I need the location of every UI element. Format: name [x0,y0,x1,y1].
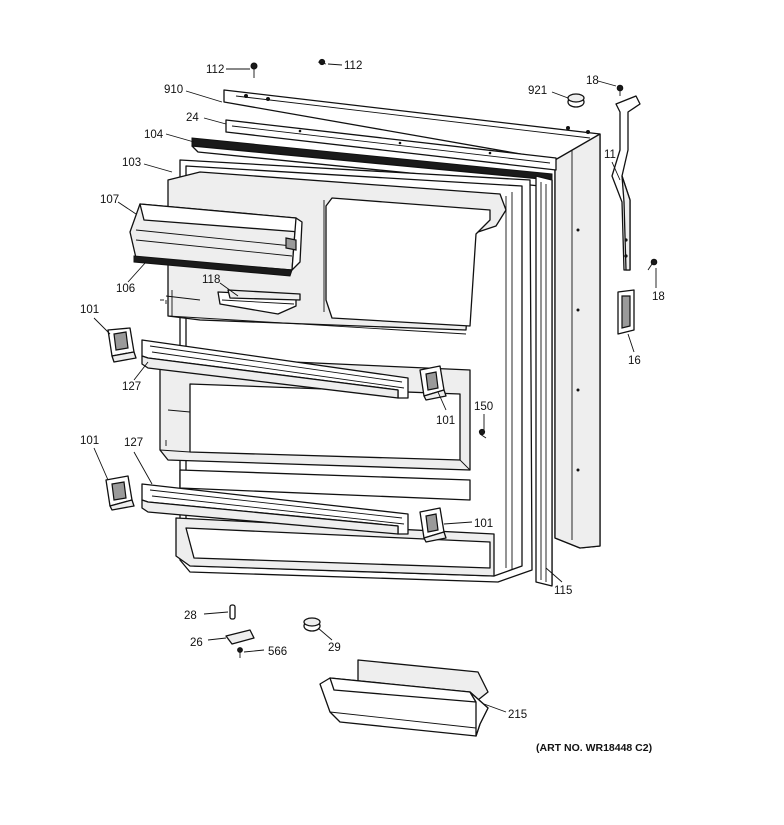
callout-26: 26 [190,637,203,649]
shelf-end-cap-lower-right [419,507,447,543]
shelf-end-cap-upper-left [107,327,137,363]
part-29-cap [303,617,321,632]
part-28-pin [229,604,236,620]
callout-29: 29 [328,642,341,654]
callout-101-lower-left: 101 [80,435,99,447]
upper-shelf-bar [141,339,409,399]
callout-150: 150 [474,401,493,413]
screw-18-side [647,258,658,271]
screw-150 [478,428,487,439]
callout-11: 11 [604,149,616,161]
part-26-bracket [225,629,255,645]
callout-112-right: 112 [344,60,362,72]
art-number: (ART NO. WR18448 C2) [536,742,652,754]
gasket-side-strip [535,175,553,587]
callout-103: 103 [122,157,141,169]
screw-112-right [317,58,327,66]
callout-115: 115 [554,585,572,597]
callout-910: 910 [164,84,183,96]
lower-shelf-bar [141,483,409,535]
callout-127-upper: 127 [122,381,141,393]
callout-112-left: 112 [206,64,224,76]
callout-107: 107 [100,194,119,206]
callout-101-upper-left: 101 [80,304,99,316]
leader-lines [93,63,657,713]
callout-28: 28 [184,610,197,622]
callout-labels: 112 112 910 24 104 103 107 106 118 921 1… [80,60,665,721]
hinge-cover [617,289,635,335]
callout-101-upper-right: 101 [436,415,455,427]
callout-921: 921 [528,85,547,97]
outer-door-panel [223,89,601,549]
screw-112-left [250,62,258,78]
door-hinge [611,95,641,271]
top-trim-strip [225,119,557,171]
callout-215: 215 [508,709,527,721]
callout-18-top: 18 [586,75,599,87]
callout-18-side: 18 [652,291,665,303]
screw-566 [237,647,243,658]
hinge-plug [567,93,585,108]
dairy-door-hinge [133,255,293,277]
callout-118: 118 [202,274,220,286]
door-bin [319,659,489,737]
callout-104: 104 [144,129,164,141]
callout-101-lower-right: 101 [474,518,493,530]
screw-18-top [616,84,624,96]
callout-24: 24 [186,112,199,124]
shelf-end-cap-upper-right [419,365,447,401]
callout-127-lower: 127 [124,437,143,449]
butter-tray [217,289,301,315]
dairy-door [129,203,303,271]
shelf-end-cap-lower-left [105,475,135,511]
callout-106: 106 [116,283,135,295]
callout-16: 16 [628,355,641,367]
callout-566: 566 [268,646,287,658]
